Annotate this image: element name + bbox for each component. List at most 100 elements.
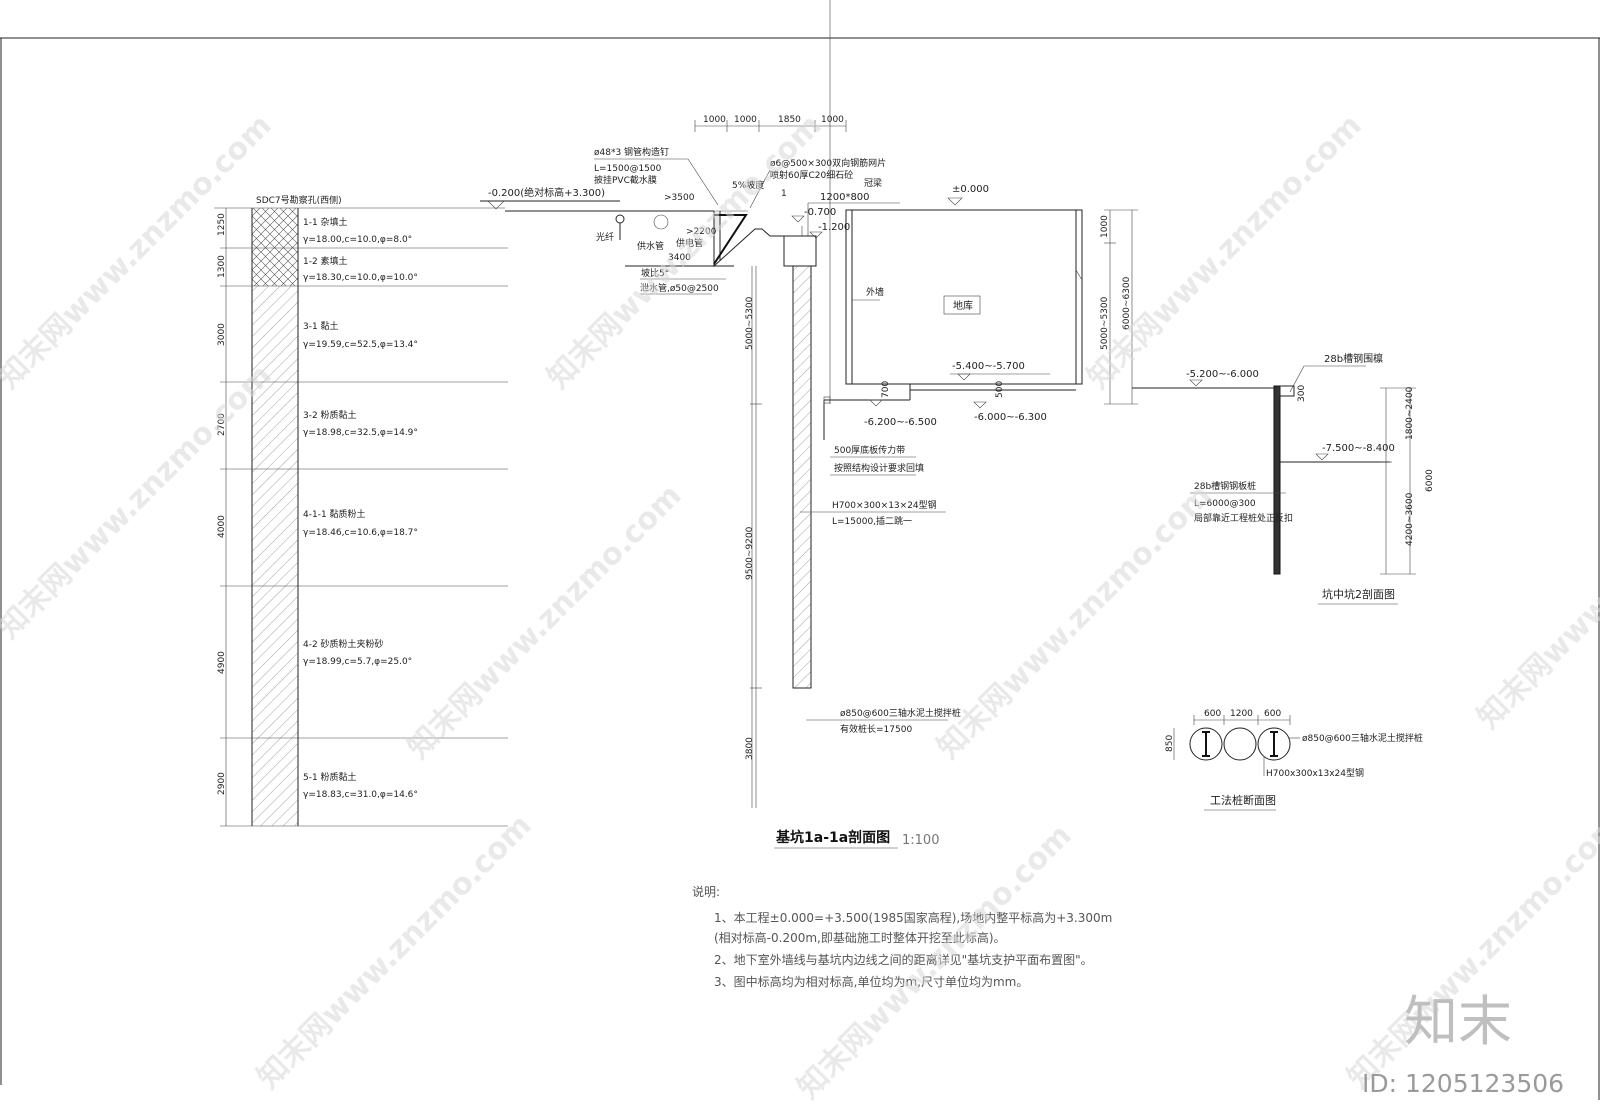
garage-box — [943, 295, 981, 315]
cap-bottom-elevation: -1.200 — [818, 222, 850, 233]
layer-thickness: 1300 — [217, 255, 227, 278]
dim-2200: >2200 — [686, 227, 717, 237]
mesh-label: ø6@500×300双向钢筋网片 — [770, 157, 886, 169]
nail-label: 披挂PVC截水膜 — [594, 174, 657, 186]
floor-elevation: -5.400~-5.700 — [952, 361, 1025, 372]
cap-size: 1200*800 — [820, 192, 870, 203]
layer-thickness: 2900 — [217, 772, 227, 795]
note-line: 3、图中标高均为相对标高,单位均为m,尺寸单位均为mm。 — [714, 974, 1028, 989]
layer-thickness: 4000 — [217, 515, 227, 538]
watermark-text: 知末网www.znzmo.com — [1081, 108, 1369, 396]
notes-heading: 说明: — [692, 884, 720, 899]
watermark-text: 知末网www.znzmo.com — [0, 108, 279, 396]
basement-dimensions: 1000 5000~5300 6000~6300 — [1100, 209, 1138, 405]
drain-pipe-label: 泄水管,ø50@2500 — [640, 282, 719, 294]
dim-1: 1 — [781, 189, 787, 199]
pit-elevation-1: -6.200~-6.500 — [864, 417, 937, 428]
layer-thickness: 3000 — [217, 323, 227, 346]
cap-top-elevation: -0.700 — [804, 207, 836, 218]
dim-text: 1000 — [703, 115, 726, 125]
dim-text: 1850 — [778, 115, 801, 125]
note-line: (相对标高-0.200m,即基础施工时整体开挖至此标高)。 — [714, 930, 1006, 945]
main-section: 1000 1000 1850 1000 ø48*3 钢管构造钉 L=1500@1… — [480, 0, 1138, 849]
pile-dimensions: 5000~5300 9500~9200 3800 — [745, 266, 762, 808]
brand-logo: 知末 — [1404, 990, 1512, 1053]
section-title: 基坑1a-1a剖面图 — [776, 829, 890, 846]
detail-pile-label: ø850@600三轴水泥土搅拌桩 — [1302, 732, 1423, 744]
detail-dim: 1200 — [1230, 709, 1253, 719]
layer-name: 5-1 粉质黏土 — [303, 771, 357, 783]
layer-name: 1-2 素填土 — [303, 255, 348, 267]
smw-label: ø850@600三轴水泥土搅拌桩 — [840, 707, 961, 719]
detail-dim: 600 — [1204, 709, 1221, 719]
borehole-title: SDC7号勘察孔(西侧) — [256, 194, 342, 206]
layer-params: γ=18.99,c=5.7,φ=25.0° — [303, 657, 412, 667]
fiber-label: 光纤 — [596, 231, 614, 243]
ground-elevation: -0.200(绝对标高+3.300) — [488, 186, 605, 199]
dim-700: 700 — [881, 381, 891, 398]
layer-params: γ=18.30,c=10.0,φ=10.0° — [303, 273, 418, 283]
layer-params: γ=18.83,c=31.0,φ=14.6° — [303, 790, 418, 800]
pit2-bottom-elevation: -7.500~-8.400 — [1322, 443, 1395, 454]
dim-text: 1000 — [821, 115, 844, 125]
dim-5000-5300-left: 5000~5300 — [745, 296, 755, 350]
dim-850: 850 — [1165, 735, 1175, 752]
cap-beam-label: 冠梁 — [864, 177, 882, 189]
watermark-text: 知末网www.znzmo.com — [1471, 448, 1600, 736]
dim-500: 500 — [995, 381, 1005, 398]
pit2-dimensions: 1800~2400 4200~3600 6000 — [1380, 386, 1435, 575]
borehole-layer-lines — [220, 247, 508, 827]
elevation-zero: ±0.000 — [952, 184, 989, 195]
layer-params: γ=19.59,c=52.5,φ=13.4° — [303, 340, 418, 350]
water-pipe — [653, 214, 669, 230]
dim-1800-2400: 1800~2400 — [1405, 386, 1415, 440]
detail-steel-label: H700x300x13x24型钢 — [1266, 767, 1364, 779]
pit-elevation-2: -6.000~-6.300 — [974, 412, 1047, 423]
watermark-text: 知末网www.znzmo.com — [931, 478, 1219, 766]
watermark-text: 知末网www.znzmo.com — [541, 108, 829, 396]
waler-label: 28b槽钢围檩 — [1324, 352, 1383, 365]
nail-label: L=1500@1500 — [594, 164, 662, 174]
belt-label: 500厚底板传力带 — [834, 444, 905, 456]
layer-name: 4-2 砂质粉土夹粉砂 — [303, 638, 384, 650]
steel-label: H700×300×13×24型钢 — [832, 499, 937, 511]
note-line: 1、本工程±0.000=+3.500(1985国家高程),场地内整平标高为+3.… — [714, 910, 1112, 925]
slope-percent: 5%坡度 — [732, 179, 764, 191]
sheet-pile — [1273, 385, 1281, 575]
dim-3500: >3500 — [664, 193, 695, 203]
nail-label: ø48*3 钢管构造钉 — [594, 146, 669, 158]
dim-1000: 1000 — [1100, 215, 1110, 238]
watermark-text: 知末网www.znzmo.com — [251, 808, 539, 1096]
layer-params: γ=18.98,c=32.5,φ=14.9° — [303, 428, 418, 438]
dim-3800: 3800 — [745, 737, 755, 760]
pit2-section: -5.200~-6.000 -7.500~-8.400 28b槽钢围檩 300 … — [1132, 352, 1435, 605]
mesh-label: 喷射60厚C20细石砼 — [770, 169, 853, 181]
top-dimension-chain: 1000 1000 1850 1000 — [694, 115, 847, 132]
dim-5000-5300-right: 5000~5300 — [1100, 296, 1110, 350]
dim-text: 1000 — [734, 115, 757, 125]
notes: 说明: 1、本工程±0.000=+3.500(1985国家高程),场地内整平标高… — [692, 884, 1112, 989]
borehole-column: SDC7号勘察孔(西侧) 1250 1300 3000 2700 4000 49… — [214, 194, 508, 827]
sheet-pile-label: 局部靠近工程桩处正反扣 — [1194, 512, 1293, 524]
detail-title: 工法桩断面图 — [1210, 793, 1276, 807]
layer-thickness: 4900 — [217, 651, 227, 674]
layer-params: γ=18.46,c=10.6,φ=18.7° — [303, 528, 418, 538]
layer-thickness: 1250 — [217, 213, 227, 236]
sheet-pile-label: L=6000@300 — [1194, 499, 1256, 509]
fiber-pipe — [615, 214, 625, 224]
pit2-title: 坑中坑2剖面图 — [1322, 587, 1395, 601]
smw-label: 有效桩长=17500 — [840, 723, 912, 735]
layer-params: γ=18.00,c=10.0,φ=8.0° — [303, 235, 412, 245]
dim-4200-3600: 4200~3600 — [1405, 492, 1415, 546]
garage-label: 地库 — [953, 299, 973, 312]
layer-name: 3-1 黏土 — [303, 320, 339, 332]
detail-dim: 600 — [1264, 709, 1281, 719]
water-pipe-label: 供水管 — [637, 240, 664, 252]
section-scale: 1:100 — [902, 833, 939, 848]
note-line: 2、地下室外墙线与基坑内边线之间的距离详见"基坑支护平面布置图"。 — [714, 952, 1093, 967]
cap-beam — [783, 235, 817, 267]
belt-label: 按照结构设计要求回填 — [834, 462, 924, 474]
layer-name: 4-1-1 黏质粉土 — [303, 508, 366, 520]
outer-wall-label: 外墙 — [866, 286, 884, 298]
